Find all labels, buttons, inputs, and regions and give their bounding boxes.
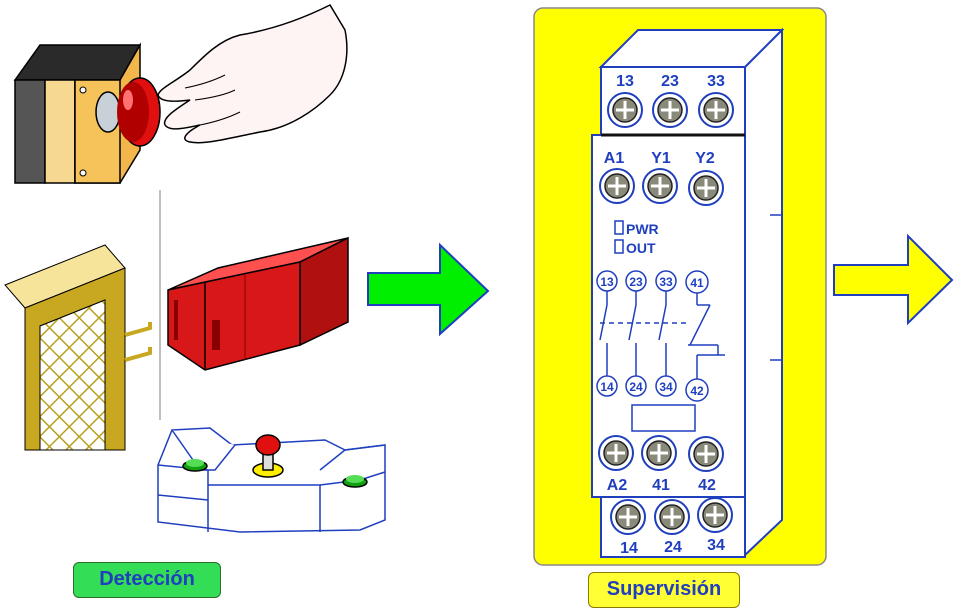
relay-terminals (598, 92, 734, 535)
terminal-label: A1 (604, 150, 625, 167)
relay-indicators: PWR OUT (614, 220, 659, 256)
terminal-label: A2 (607, 477, 628, 494)
screw-terminal-icon (697, 497, 733, 533)
screw-terminal-icon (652, 92, 688, 128)
contact-schematic (596, 270, 725, 432)
screw-terminal-icon (599, 168, 635, 204)
terminal-label: 24 (664, 539, 682, 556)
terminal-label: 14 (620, 540, 638, 557)
terminal-label: 13 (616, 73, 634, 90)
contact-label: 23 (629, 275, 643, 289)
safety-switch-box-icon (167, 236, 349, 371)
screw-terminal-icon (642, 168, 678, 204)
out-led-icon (614, 239, 624, 254)
terminal-label: 23 (661, 73, 679, 90)
screw-terminal-icon (607, 92, 643, 128)
contact-label: 24 (629, 380, 643, 394)
screw-terminal-icon (610, 499, 646, 535)
terminal-label: Y2 (695, 150, 715, 167)
safety-fence-icon (4, 244, 152, 451)
terminal-label: Y1 (651, 150, 671, 167)
interlock-switch-icon (157, 427, 386, 533)
screw-terminal-icon (688, 436, 724, 472)
contact-label: 41 (690, 276, 704, 290)
terminal-label: 34 (707, 537, 725, 554)
contact-labels: 13 23 33 41 14 24 34 42 (600, 275, 704, 398)
terminal-label: 33 (707, 73, 725, 90)
contact-label: 14 (600, 380, 614, 394)
relay-terminal-labels: 13 23 33 A1 Y1 Y2 A2 41 42 14 24 34 (604, 73, 725, 557)
screw-terminal-icon (598, 435, 634, 471)
screw-terminal-icon (698, 92, 734, 128)
input-arrow-icon (367, 242, 490, 337)
contact-label: 13 (600, 275, 614, 289)
pwr-label: PWR (626, 221, 659, 237)
output-arrow-icon (833, 233, 954, 326)
detection-label: Detección (73, 562, 221, 598)
screw-terminal-icon (688, 170, 724, 206)
out-label: OUT (626, 240, 656, 256)
screw-terminal-icon (641, 435, 677, 471)
terminal-label: 42 (698, 477, 716, 494)
terminal-label: 41 (652, 477, 670, 494)
pwr-led-icon (614, 220, 624, 235)
screw-terminal-icon (654, 499, 690, 535)
contact-label: 42 (690, 384, 704, 398)
contact-label: 34 (659, 380, 673, 394)
emergency-stop-button-icon (13, 42, 161, 184)
supervision-label: Supervisión (588, 572, 740, 608)
contact-label: 33 (659, 275, 673, 289)
hand-icon (157, 4, 348, 144)
